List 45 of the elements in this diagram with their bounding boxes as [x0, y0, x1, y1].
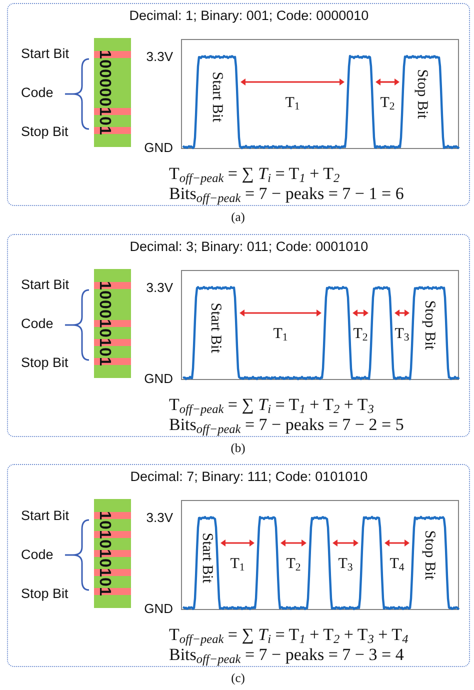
duration-label: T$_{2}$	[286, 555, 301, 573]
panel-caption: (c)	[231, 671, 245, 686]
bit-label: Stop Bit	[21, 586, 68, 602]
formula: Bits$_{off−peak}$ = 7 − peaks = 7 − 1 = 6	[169, 184, 404, 203]
duration-label: T$_{2}$	[380, 94, 395, 112]
pulse-label: Start Bit	[209, 72, 225, 122]
panel-caption: (b)	[230, 441, 246, 456]
pulse-label: Stop Bit	[422, 530, 438, 580]
duration-label: T$_{3}$	[338, 555, 353, 573]
panel-heading: Decimal: 1; Binary: 001; Code: 0000010	[129, 8, 369, 24]
axis-label: GND	[144, 371, 173, 387]
axis-label: GND	[144, 140, 173, 156]
formula: Bits$_{off−peak}$ = 7 − peaks = 7 − 2 = 5	[169, 415, 404, 434]
duration-label: T$_{4}$	[390, 555, 404, 573]
duration-label: T$_{3}$	[394, 325, 410, 343]
bit-label: Start Bit	[21, 508, 70, 524]
panel-heading: Decimal: 7; Binary: 111; Code: 0101010	[130, 469, 368, 485]
duration-label: T$_{2}$	[353, 325, 368, 343]
bit-label: Start Bit	[21, 46, 70, 62]
pulse-label: Start Bit	[208, 302, 224, 354]
duration-label: T$_{1}$	[230, 555, 245, 573]
bit-sequence: 101010101	[97, 510, 111, 596]
formula: T$_{off−peak}$ = ∑ T$_{i}$ = T$_{1}$ + T$_{2}$	[169, 164, 340, 183]
pulse-label: Start Bit	[199, 532, 215, 584]
bit-label: Stop Bit	[21, 355, 68, 371]
bit-label: Code	[21, 547, 54, 563]
axis-label: 3.3V	[146, 510, 173, 526]
bit-label: Stop Bit	[21, 124, 68, 140]
axis-label: 3.3V	[146, 280, 173, 296]
formula: T$_{off−peak}$ = ∑ T$_{i}$ = T$_{1}$ + T$_{2}$ + T$_{3}$ + T$_{4}$	[169, 625, 408, 644]
panel-caption: (a)	[231, 210, 245, 225]
panel-heading: Decimal: 3; Binary: 011; Code: 0001010	[130, 239, 368, 255]
pulse-label: Stop Bit	[422, 300, 438, 350]
pulse-label: Stop Bit	[414, 69, 430, 119]
bit-sequence: 100010101	[97, 280, 111, 366]
bit-label: Code	[21, 316, 54, 332]
bit-label: Start Bit	[21, 277, 70, 293]
axis-label: 3.3V	[146, 49, 173, 65]
axis-label: GND	[144, 601, 173, 617]
duration-label: T$_{1}$	[285, 94, 300, 112]
formula: Bits$_{off−peak}$ = 7 − peaks = 7 − 3 = 4	[169, 645, 404, 664]
bit-label: Code	[21, 85, 54, 101]
formula: T$_{off−peak}$ = ∑ T$_{i}$ = T$_{1}$ + T$_{2}$ + T$_{3}$	[169, 395, 374, 414]
duration-label: T$_{1}$	[273, 325, 288, 343]
bit-sequence: 100000101	[97, 50, 111, 135]
